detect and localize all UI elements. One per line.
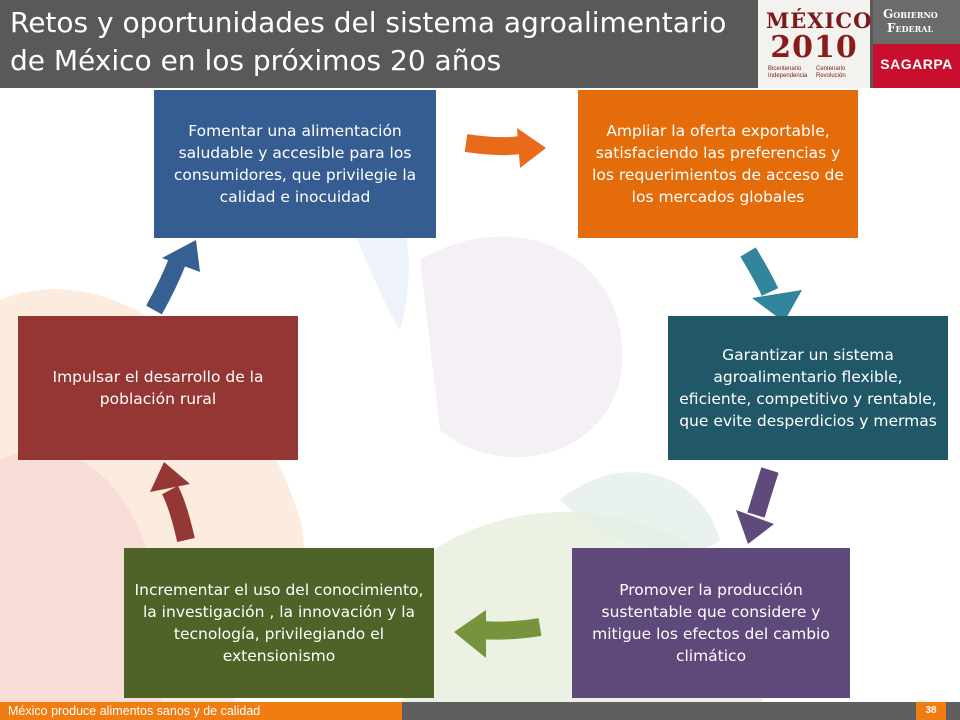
footer-text: México produce alimentos sanos y de cali… — [0, 702, 402, 720]
gobierno-federal-logo: Gobierno Federal — [873, 0, 960, 44]
arrow-left-green — [454, 610, 542, 658]
box-oferta-exportable: Ampliar la oferta exportable, satisfacie… — [578, 90, 858, 238]
logo-sub-right: Centenario Revolución — [816, 66, 846, 79]
logo-sub-left: Bicentenario Independencia — [768, 66, 808, 79]
gov-line-1: Gobierno — [883, 7, 938, 21]
arrow-up-red — [150, 462, 195, 543]
box-alimentacion-saludable: Fomentar una alimentación saludable y ac… — [154, 90, 436, 238]
arrow-up-blue — [146, 240, 200, 315]
gov-line-2: Federal — [887, 21, 934, 35]
bg-swirl-pink — [0, 450, 163, 720]
mexico-2010-logo: MÉXICO 2010 Bicentenario Independencia C… — [758, 0, 873, 88]
bg-swirl-lilac — [420, 236, 623, 458]
header-bar: Retos y oportunidades del sistema agroal… — [0, 0, 960, 88]
title-line-2: de México en los próximos 20 años — [10, 44, 502, 77]
page-title: Retos y oportunidades del sistema agroal… — [10, 4, 750, 80]
bg-swirl-mint — [560, 472, 720, 552]
logo-year-text: 2010 — [770, 30, 858, 65]
arrow-down-teal — [740, 247, 802, 322]
agency-name: SAGARPA — [880, 56, 953, 72]
arrow-right-orange — [464, 128, 546, 168]
box-conocimiento-investigacion: Incrementar el uso del conocimiento, la … — [124, 548, 434, 698]
title-line-1: Retos y oportunidades del sistema agroal… — [10, 6, 727, 39]
logo-mexico-text: MÉXICO — [766, 8, 873, 33]
box-text: Promover la producción sustentable que c… — [592, 581, 830, 665]
box-text: Fomentar una alimentación saludable y ac… — [173, 122, 417, 206]
page-number: 38 — [916, 702, 946, 720]
box-produccion-sustentable: Promover la producción sustentable que c… — [572, 548, 850, 698]
sagarpa-logo: SAGARPA — [873, 44, 960, 88]
box-sistema-agroalimentario: Garantizar un sistema agroalimentario fl… — [668, 316, 948, 460]
box-text: Ampliar la oferta exportable, satisfacie… — [592, 122, 844, 206]
box-text: Garantizar un sistema agroalimentario fl… — [679, 346, 937, 430]
box-text: Impulsar el desarrollo de la población r… — [52, 368, 264, 408]
box-desarrollo-rural: Impulsar el desarrollo de la población r… — [18, 316, 298, 460]
box-text: Incrementar el uso del conocimiento, la … — [134, 581, 424, 665]
arrow-down-purple — [736, 467, 779, 544]
